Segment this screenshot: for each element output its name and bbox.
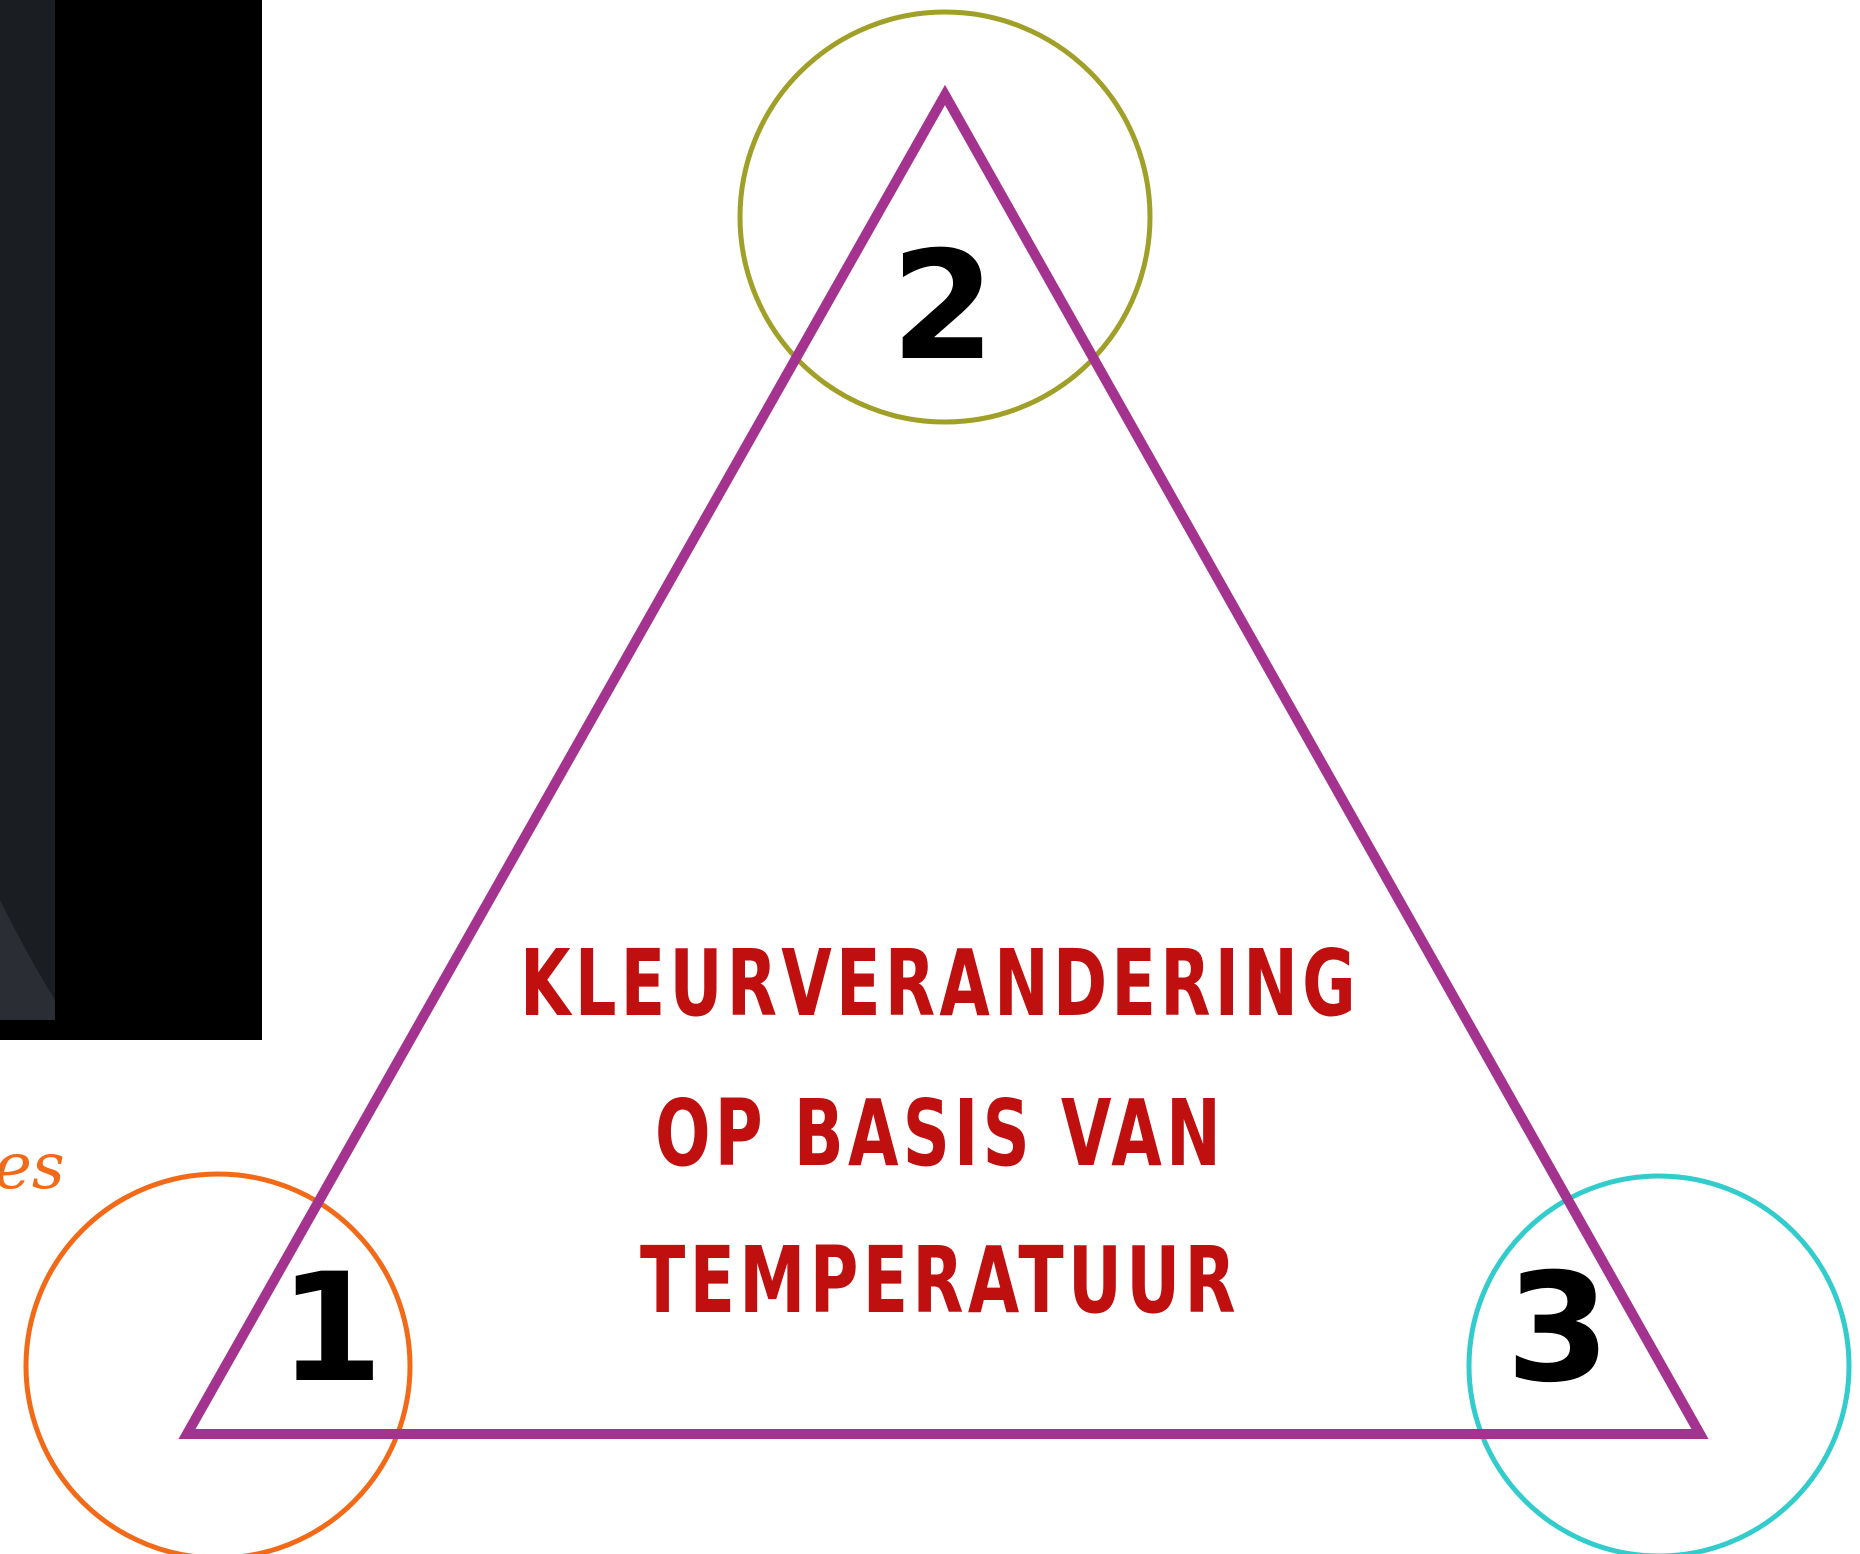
node-circle-3 bbox=[1466, 1173, 1852, 1554]
node-number-1: 1 bbox=[279, 1242, 383, 1416]
node-number-2: 2 bbox=[891, 220, 995, 394]
photo-texture bbox=[0, 0, 55, 1020]
main-text-line-2: OP BASIS VAN bbox=[655, 1080, 1225, 1187]
node-circle-1 bbox=[23, 1171, 413, 1554]
caption-fragment: es bbox=[0, 1130, 65, 1204]
node-circle-2 bbox=[737, 9, 1153, 425]
main-text-line-1: KLEURVERANDERING bbox=[520, 930, 1360, 1037]
triangle-outline bbox=[178, 84, 1709, 1439]
main-text-line-3: TEMPERATUUR bbox=[640, 1227, 1240, 1334]
photo-figure-shape bbox=[0, 900, 55, 1020]
node-number-3: 3 bbox=[1506, 1242, 1610, 1416]
